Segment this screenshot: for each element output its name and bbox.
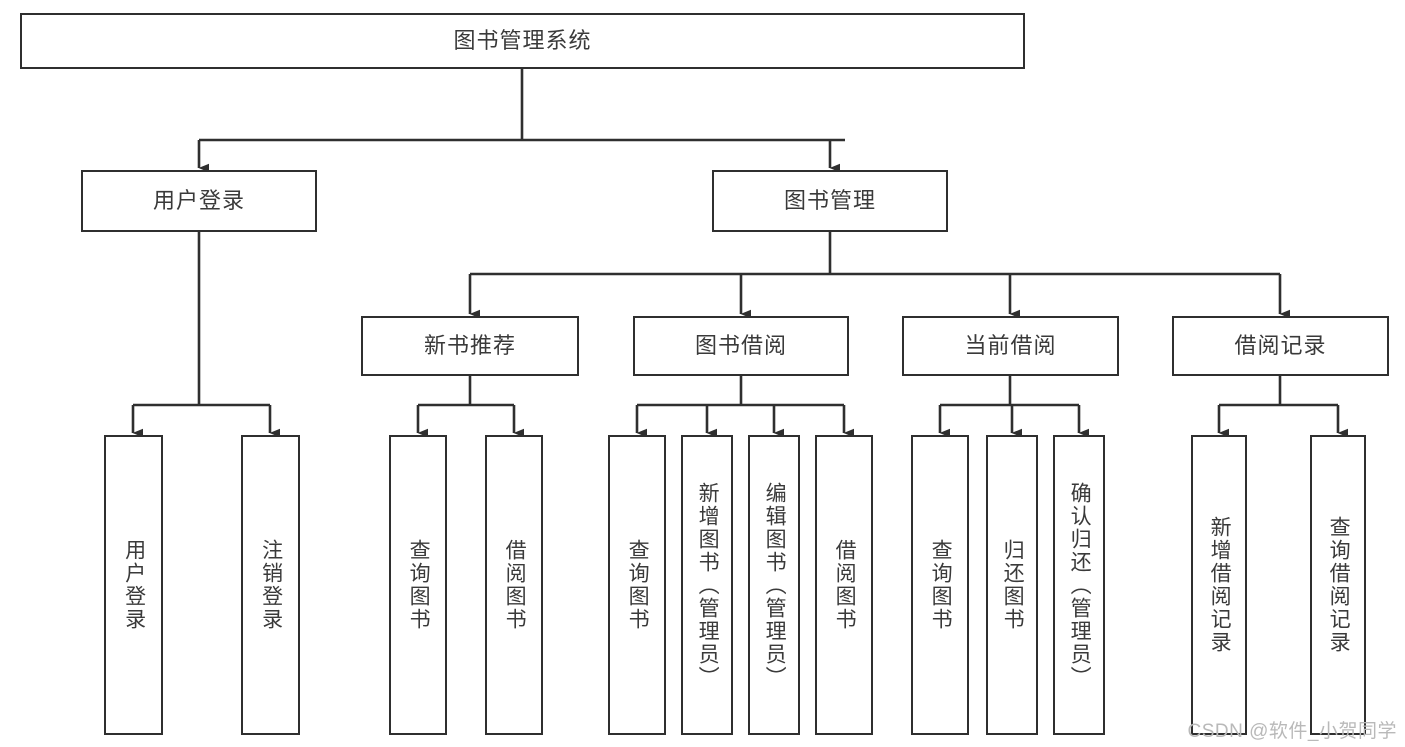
- node-book-management-label: 图书管理: [783, 188, 876, 214]
- node-book-borrow-label: 图书借阅: [694, 333, 787, 359]
- node-new-book-recommend-label: 新书推荐: [423, 333, 516, 359]
- node-root-label: 图书管理系统: [453, 28, 592, 54]
- node-leaf-confirm-return-admin[interactable]: 确认归还（管理员）: [1053, 435, 1105, 735]
- node-leaf-query-book-1-label: 查询图书: [407, 539, 431, 631]
- node-leaf-add-book-admin[interactable]: 新增图书（管理员）: [681, 435, 733, 735]
- node-borrow-record-label: 借阅记录: [1234, 333, 1327, 359]
- node-current-borrow-label: 当前借阅: [964, 333, 1057, 359]
- node-book-management[interactable]: 图书管理: [712, 170, 948, 232]
- node-user-login-label: 用户登录: [152, 188, 245, 214]
- node-borrow-record[interactable]: 借阅记录: [1172, 316, 1389, 376]
- node-leaf-borrow-book-2[interactable]: 借阅图书: [815, 435, 873, 735]
- node-leaf-query-borrow-record-label: 查询借阅记录: [1327, 516, 1351, 654]
- node-leaf-return-book-label: 归还图书: [1001, 539, 1025, 631]
- node-leaf-confirm-return-admin-label: 确认归还（管理员）: [1068, 481, 1092, 689]
- node-leaf-add-borrow-record[interactable]: 新增借阅记录: [1191, 435, 1247, 735]
- node-leaf-logout-login[interactable]: 注销登录: [241, 435, 300, 735]
- node-user-login[interactable]: 用户登录: [81, 170, 317, 232]
- node-leaf-borrow-book-2-label: 借阅图书: [833, 539, 857, 631]
- node-leaf-return-book[interactable]: 归还图书: [986, 435, 1038, 735]
- node-leaf-query-book-2-label: 查询图书: [626, 539, 650, 631]
- node-leaf-query-book-3-label: 查询图书: [929, 539, 953, 631]
- node-current-borrow[interactable]: 当前借阅: [902, 316, 1119, 376]
- node-leaf-add-borrow-record-label: 新增借阅记录: [1208, 516, 1232, 654]
- node-leaf-logout-login-label: 注销登录: [259, 539, 283, 631]
- node-leaf-edit-book-admin[interactable]: 编辑图书（管理员）: [748, 435, 800, 735]
- csdn-watermark: CSDN @软件_小贺同学: [1187, 721, 1397, 742]
- node-leaf-user-login[interactable]: 用户登录: [104, 435, 163, 735]
- node-leaf-query-book-2[interactable]: 查询图书: [608, 435, 666, 735]
- node-leaf-query-borrow-record[interactable]: 查询借阅记录: [1310, 435, 1366, 735]
- node-leaf-user-login-label: 用户登录: [122, 539, 146, 631]
- node-leaf-borrow-book-1[interactable]: 借阅图书: [485, 435, 543, 735]
- node-book-borrow[interactable]: 图书借阅: [633, 316, 849, 376]
- node-leaf-query-book-3[interactable]: 查询图书: [911, 435, 969, 735]
- node-root[interactable]: 图书管理系统: [20, 13, 1025, 69]
- node-leaf-query-book-1[interactable]: 查询图书: [389, 435, 447, 735]
- node-new-book-recommend[interactable]: 新书推荐: [361, 316, 579, 376]
- node-leaf-borrow-book-1-label: 借阅图书: [503, 539, 527, 631]
- node-leaf-add-book-admin-label: 新增图书（管理员）: [696, 481, 720, 689]
- node-leaf-edit-book-admin-label: 编辑图书（管理员）: [763, 481, 787, 689]
